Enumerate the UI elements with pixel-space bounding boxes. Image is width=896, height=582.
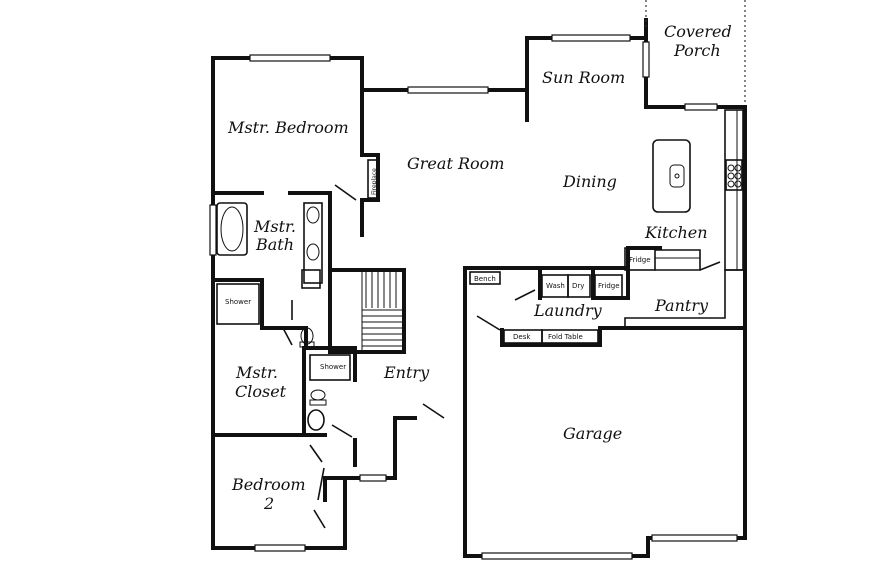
master-bath-label-2: Bath: [255, 235, 294, 254]
master-closet-label-2: Closet: [235, 382, 287, 401]
sun-room-label: Sun Room: [542, 68, 625, 87]
covered-porch-outline: [645, 0, 746, 104]
master-bedroom-label: Mstr. Bedroom: [227, 118, 349, 137]
master-closet-label-1: Mstr.: [235, 363, 278, 382]
room-labels: Covered Porch Sun Room Mstr. Bedroom Gre…: [227, 22, 732, 513]
fold-table-label: Fold Table: [548, 333, 583, 341]
sink-icon: [669, 164, 685, 188]
dining-label: Dining: [562, 172, 617, 191]
garage-label: Garage: [563, 424, 622, 443]
fireplace-label: Fireplace: [371, 168, 378, 195]
wash-label: Wash: [546, 282, 565, 290]
fridge-laundry-label: Fridge: [598, 282, 620, 290]
doors: [313, 184, 445, 529]
bench-label: Bench: [474, 275, 496, 283]
fixture-labels: Shower Shower Fridge Fridge Bench Wash D…: [225, 256, 651, 371]
covered-porch-label-2: Porch: [673, 41, 721, 60]
kitchen-fixtures: [624, 109, 745, 328]
pantry-label: Pantry: [654, 296, 709, 315]
shower-master-stall: [216, 283, 260, 325]
bath-fixtures: [216, 202, 353, 463]
shower-hall-stall: [309, 354, 351, 381]
shower-hall-label: Shower: [320, 363, 346, 371]
stove-icon: [725, 159, 743, 191]
covered-porch-label-1: Covered: [664, 22, 732, 41]
toilet-icon: [300, 327, 314, 345]
shower-master-label: Shower: [225, 298, 251, 306]
master-bath-label-1: Mstr.: [253, 217, 296, 236]
desk-label: Desk: [513, 333, 531, 341]
windows: [209, 34, 738, 560]
laundry-fixtures: [469, 271, 623, 344]
great-room-label: Great Room: [407, 154, 504, 173]
kitchen-label: Kitchen: [644, 223, 708, 242]
bedroom2-label-1: Bedroom: [231, 475, 306, 494]
dry-label: Dry: [572, 282, 584, 290]
fireplace: [367, 159, 379, 199]
laundry-label: Laundry: [533, 301, 603, 320]
walls: [211, 18, 747, 558]
kitchen-island: [652, 139, 691, 213]
entry-label: Entry: [383, 363, 430, 382]
fridge-kitchen-label: Fridge: [629, 256, 651, 264]
staircase: [361, 270, 404, 352]
bedroom2-label-2: 2: [263, 494, 274, 513]
bathtub-icon: [216, 202, 248, 256]
